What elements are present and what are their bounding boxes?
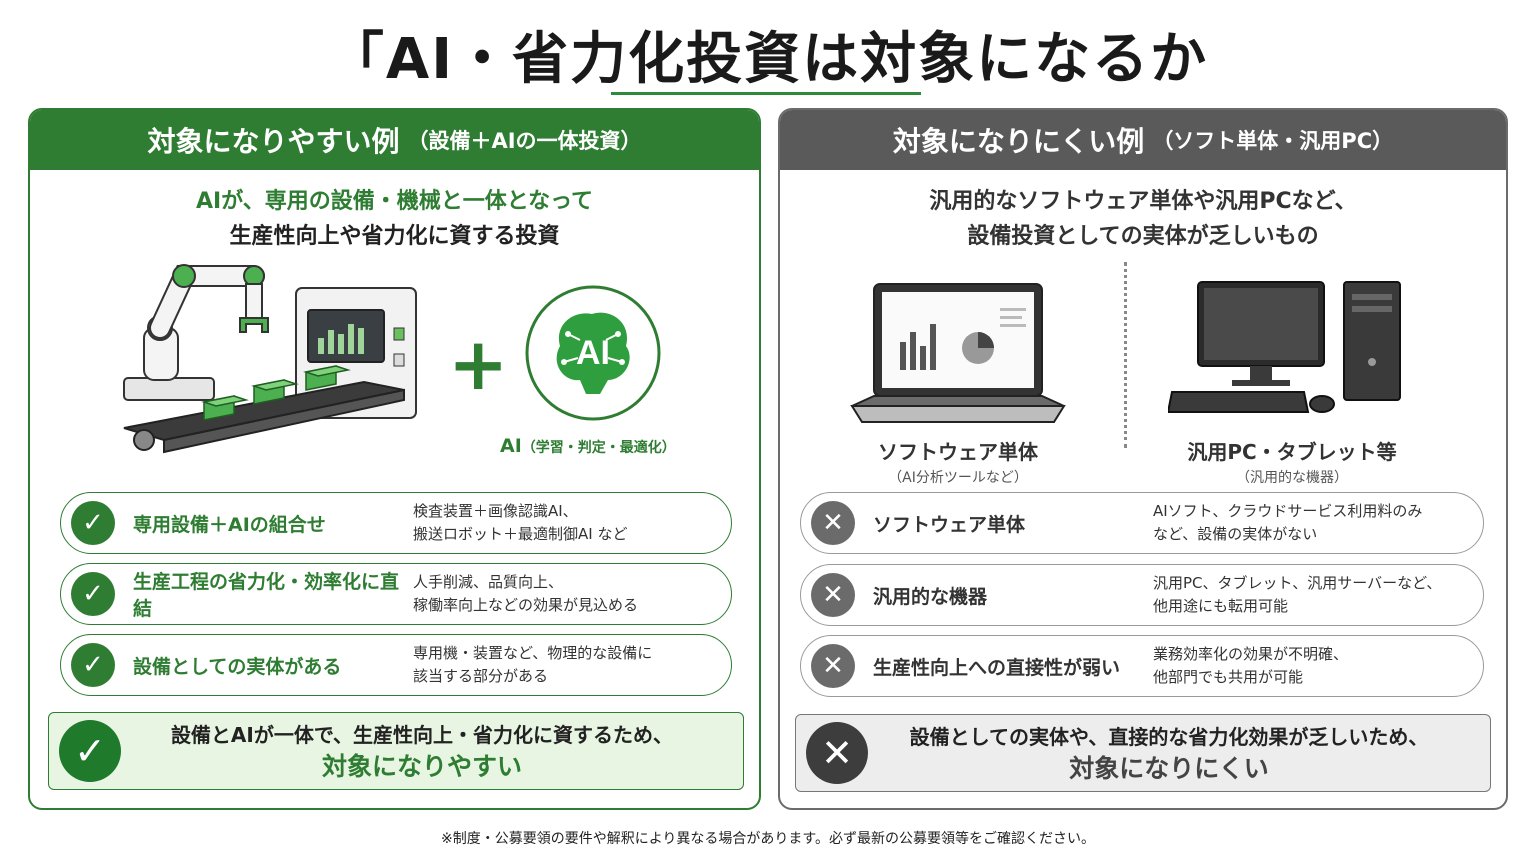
- likely-row-desc: 専用機・装置など、物理的な設備に 該当する部分がある: [413, 642, 652, 688]
- unlikely-row-desc-line1: 業務効率化の効果が不明確、: [1153, 645, 1349, 663]
- software-label-main: ソフトウェア単体: [878, 440, 1038, 464]
- likely-row-desc: 検査装置＋画像認識AI、 搬送ロボット＋最適制御AI など: [413, 500, 627, 546]
- unlikely-lead: 汎用的なソフトウェア単体や汎用PCなど、 設備投資としての実体が乏しいもの: [780, 184, 1506, 254]
- plus-icon: +: [448, 322, 509, 406]
- cross-icon: ✕: [811, 501, 855, 545]
- unlikely-row-desc: AIソフト、クラウドサービス利用料のみ など、設備の実体がない: [1153, 500, 1422, 546]
- general-pc-label-sub: （汎用的な機器）: [1236, 470, 1348, 486]
- unlikely-row-3: ✕ 生産性向上への直接性が弱い 業務効率化の効果が不明確、 他部門でも共用が可能: [800, 635, 1484, 697]
- software-label-sub: （AI分析ツールなど）: [888, 470, 1028, 486]
- likely-row-desc: 人手削減、品質向上、 稼働率向上などの効果が見込める: [413, 571, 638, 617]
- unlikely-row-desc-line2: 他部門でも共用が可能: [1153, 668, 1304, 686]
- unlikely-row-label: 生産性向上への直接性が弱い: [873, 656, 1121, 679]
- software-label: ソフトウェア単体 （AI分析ツールなど）: [850, 436, 1066, 487]
- likely-row-1: ✓ 専用設備＋AIの組合せ 検査装置＋画像認識AI、 搬送ロボット＋最適制御AI…: [60, 492, 732, 554]
- unlikely-row-desc-line1: AIソフト、クラウドサービス利用料のみ: [1153, 502, 1423, 520]
- likely-summary-text: 設備とAIが一体で、生産性向上・省力化に資するため、 対象になりやすい: [121, 719, 743, 783]
- check-icon: ✓: [71, 572, 115, 616]
- likely-header-main: 対象になりやすい例: [147, 125, 400, 158]
- unlikely-row-desc-line1: 汎用PC、タブレット、汎用サーバーなど、: [1153, 574, 1442, 592]
- likely-panel-header: 対象になりやすい例 （設備＋AIの一体投資）: [30, 110, 759, 170]
- unlikely-row-desc-line2: 他用途にも転用可能: [1153, 597, 1289, 615]
- likely-row-3: ✓ 設備としての実体がある 専用機・装置など、物理的な設備に 該当する部分がある: [60, 634, 732, 696]
- unlikely-header-sub: （ソフト単体・汎用PC）: [1152, 129, 1394, 153]
- unlikely-summary-line1: 設備としての実体や、直接的な省力化効果が乏しいため、: [909, 725, 1429, 749]
- general-pc-label-main: 汎用PC・タブレット等: [1187, 440, 1397, 464]
- likely-row-desc-line2: 該当する部分がある: [413, 667, 549, 685]
- ai-icon-text: AI: [576, 334, 610, 372]
- ai-caption-main: AI: [500, 435, 522, 457]
- unlikely-row-label: ソフトウェア単体: [873, 513, 1026, 536]
- check-icon: ✓: [59, 720, 121, 782]
- unlikely-summary-text: 設備としての実体や、直接的な省力化効果が乏しいため、 対象になりにくい: [868, 721, 1490, 785]
- robot-conveyor-illustration: [123, 264, 417, 454]
- likely-row-desc-line2: 稼働率向上などの効果が見込める: [413, 596, 639, 614]
- unlikely-row-2: ✕ 汎用的な機器 汎用PC、タブレット、汎用サーバーなど、 他用途にも転用可能: [800, 564, 1484, 626]
- likely-lead-line1: AIが、専用の設備・機械と一体となって: [195, 189, 593, 214]
- likely-row-label: 生産工程の省力化・効率化に直結: [133, 571, 400, 620]
- unlikely-row-label: 汎用的な機器: [873, 585, 988, 608]
- likely-row-2: ✓ 生産工程の省力化・効率化に直結 人手削減、品質向上、 稼働率向上などの効果が…: [60, 563, 732, 625]
- footnote: ※制度・公募要領の要件や解釈により異なる場合があります。必ず最新の公募要領等をご…: [440, 831, 1096, 847]
- likely-row-desc-line1: 検査装置＋画像認識AI、: [413, 502, 578, 520]
- ai-caption-sub: （学習・判定・最適化）: [521, 440, 676, 456]
- likely-lead: AIが、専用の設備・機械と一体となって 生産性向上や省力化に資する投資: [30, 184, 759, 254]
- check-icon: ✓: [71, 643, 115, 687]
- likely-row-label: 専用設備＋AIの組合せ: [133, 513, 326, 536]
- unlikely-row-desc: 汎用PC、タブレット、汎用サーバーなど、 他用途にも転用可能: [1153, 572, 1441, 618]
- ai-caption: AI（学習・判定・最適化）: [500, 435, 676, 457]
- likely-lead-line2: 生産性向上や省力化に資する投資: [229, 224, 560, 249]
- cross-icon: ✕: [806, 722, 868, 784]
- page-title: 「AI・省力化投資は対象になるか: [327, 27, 1209, 92]
- check-icon: ✓: [71, 501, 115, 545]
- unlikely-summary-line2: 対象になりにくい: [1069, 754, 1269, 783]
- unlikely-eligible-panel: 対象になりにくい例 （ソフト単体・汎用PC） 汎用的なソフトウェア単体や汎用PC…: [778, 108, 1508, 810]
- title-underline: [611, 92, 921, 95]
- unlikely-row-1: ✕ ソフトウェア単体 AIソフト、クラウドサービス利用料のみ など、設備の実体が…: [800, 492, 1484, 554]
- cross-icon: ✕: [811, 644, 855, 688]
- likely-header-sub: （設備＋AIの一体投資）: [407, 129, 642, 153]
- likely-row-desc-line2: 搬送ロボット＋最適制御AI など: [413, 525, 628, 543]
- desktop-pc-icon: [1168, 281, 1401, 413]
- likely-summary-line2: 対象になりやすい: [321, 752, 522, 781]
- likely-summary-line1: 設備とAIが一体で、生産性向上・省力化に資するため、: [170, 723, 674, 747]
- unlikely-panel-header: 対象になりにくい例 （ソフト単体・汎用PC）: [780, 110, 1506, 170]
- unlikely-row-desc-line2: など、設備の実体がない: [1153, 525, 1318, 543]
- device-divider: [1124, 262, 1127, 448]
- unlikely-header-main: 対象になりにくい例: [892, 125, 1145, 158]
- ai-brain-icon: AI: [525, 285, 661, 421]
- likely-eligible-panel: 対象になりやすい例 （設備＋AIの一体投資） AIが、専用の設備・機械と一体とな…: [28, 108, 761, 810]
- laptop-icon: [850, 283, 1066, 423]
- likely-row-desc-line1: 専用機・装置など、物理的な設備に: [413, 644, 653, 662]
- likely-row-desc-line1: 人手削減、品質向上、: [413, 573, 564, 591]
- likely-summary: ✓ 設備とAIが一体で、生産性向上・省力化に資するため、 対象になりやすい: [48, 712, 744, 790]
- unlikely-lead-line1: 汎用的なソフトウェア単体や汎用PCなど、: [929, 189, 1357, 214]
- general-pc-label: 汎用PC・タブレット等 （汎用的な機器）: [1162, 436, 1422, 487]
- unlikely-lead-line2: 設備投資としての実体が乏しいもの: [967, 224, 1319, 249]
- likely-row-label: 設備としての実体がある: [133, 655, 342, 678]
- unlikely-summary: ✕ 設備としての実体や、直接的な省力化効果が乏しいため、 対象になりにくい: [795, 714, 1491, 792]
- unlikely-row-desc: 業務効率化の効果が不明確、 他部門でも共用が可能: [1153, 643, 1348, 689]
- cross-icon: ✕: [811, 573, 855, 617]
